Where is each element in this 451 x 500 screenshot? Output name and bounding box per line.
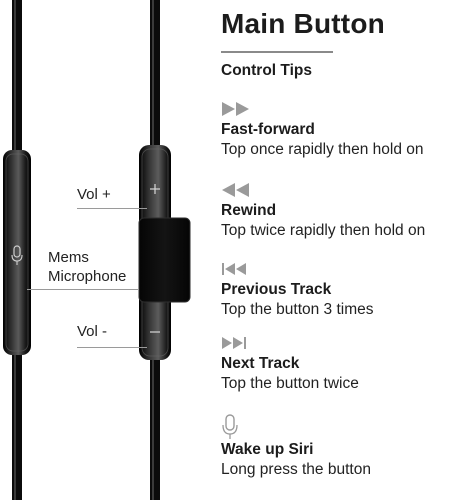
tip-description: Top twice rapidly then hold on	[221, 222, 426, 239]
vol-down-leader	[77, 347, 147, 348]
mic-label-line1: Mems	[48, 249, 89, 266]
tip-wake-up-siri: Wake up Siri Long press the button	[221, 414, 451, 480]
housing-microphone-icon	[11, 245, 23, 265]
tip-name: Rewind	[221, 202, 277, 219]
tip-description: Top the button 3 times	[221, 301, 374, 318]
tip-name: Previous Track	[221, 281, 332, 298]
left-cable	[12, 0, 22, 500]
next-track-icon	[222, 337, 246, 349]
tip-description: Long press the button	[221, 461, 371, 478]
vol-up-label: Vol +	[77, 186, 111, 203]
tip-previous-track: Previous Track Top the button 3 times	[221, 260, 451, 320]
tip-fast-forward: Fast-forward Top once rapidly then hold …	[221, 100, 451, 160]
rewind-icon	[222, 183, 249, 197]
page-title: Main Button	[221, 8, 385, 39]
right-cable	[150, 0, 160, 500]
remote-housing	[138, 145, 191, 360]
microphone-housing	[3, 150, 31, 355]
vol-up-leader	[77, 208, 147, 209]
center-button	[138, 217, 191, 303]
tip-description: Top the button twice	[221, 375, 359, 392]
title-divider	[221, 51, 333, 53]
tip-name: Fast-forward	[221, 121, 315, 138]
tip-description: Top once rapidly then hold on	[221, 141, 424, 158]
tip-rewind: Rewind Top twice rapidly then hold on	[221, 181, 451, 241]
volume-up-symbol	[150, 184, 160, 194]
previous-track-icon	[222, 263, 246, 275]
tip-name: Next Track	[221, 355, 300, 372]
mic-leader	[27, 289, 139, 290]
fast-forward-icon	[222, 102, 249, 116]
microphone-icon	[222, 414, 238, 439]
tip-next-track: Next Track Top the button twice	[221, 334, 451, 394]
mic-label-line2: Microphone	[48, 268, 127, 285]
vol-down-label: Vol -	[77, 323, 108, 340]
section-subtitle: Control Tips	[221, 62, 312, 79]
earphone-remote-illustration	[3, 0, 191, 500]
tip-name: Wake up Siri	[221, 441, 314, 458]
